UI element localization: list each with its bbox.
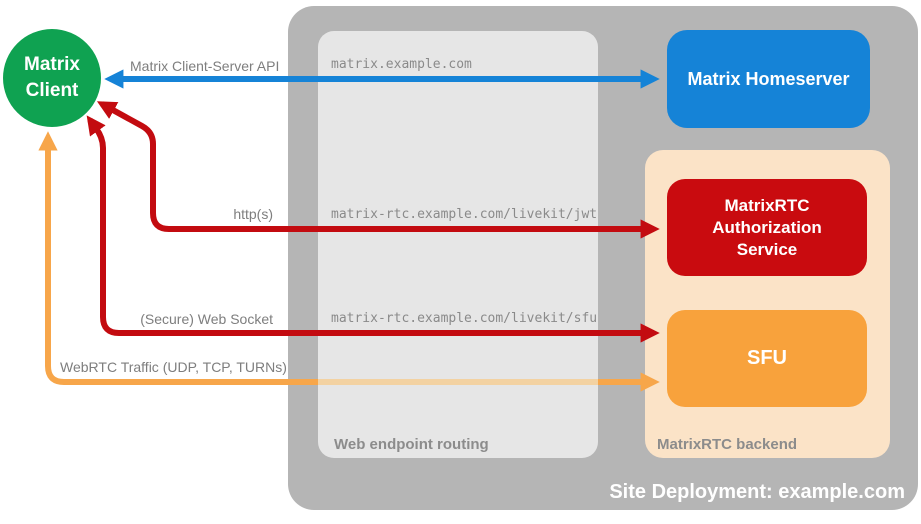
webrtc-arrow-label: WebRTC Traffic (UDP, TCP, TURNs): [60, 359, 287, 375]
web-endpoint-routing-box: [318, 31, 598, 458]
web-endpoint-routing-label: Web endpoint routing: [334, 436, 489, 453]
endpoint-livekit-sfu: matrix-rtc.example.com/livekit/sfu: [331, 311, 598, 326]
matrixrtc-authorization-service-label: MatrixRTC Authorization Service: [712, 195, 822, 259]
matrix-homeserver-node: Matrix Homeserver: [667, 30, 870, 128]
endpoint-matrix-example-com: matrix.example.com: [331, 57, 472, 72]
matrix-client-node: Matrix Client: [3, 29, 101, 127]
matrixrtc-backend-label: MatrixRTC backend: [657, 436, 798, 453]
sfu-label: SFU: [747, 347, 787, 369]
client-server-api-arrow-label: Matrix Client-Server API: [130, 58, 280, 74]
websocket-arrow-label: (Secure) Web Socket: [140, 311, 273, 327]
sfu-node: SFU: [667, 310, 867, 407]
site-deployment-label: Site Deployment: example.com: [609, 481, 905, 503]
endpoint-livekit-jwt: matrix-rtc.example.com/livekit/jwt: [331, 207, 598, 222]
matrix-homeserver-label: Matrix Homeserver: [687, 68, 850, 89]
webrtc-arrow-start: [38, 131, 318, 385]
matrixrtc-authorization-service-node: MatrixRTC Authorization Service: [667, 179, 867, 276]
http-arrow-label: http(s): [233, 206, 273, 222]
matrix-client-label: Matrix Client: [24, 54, 80, 101]
